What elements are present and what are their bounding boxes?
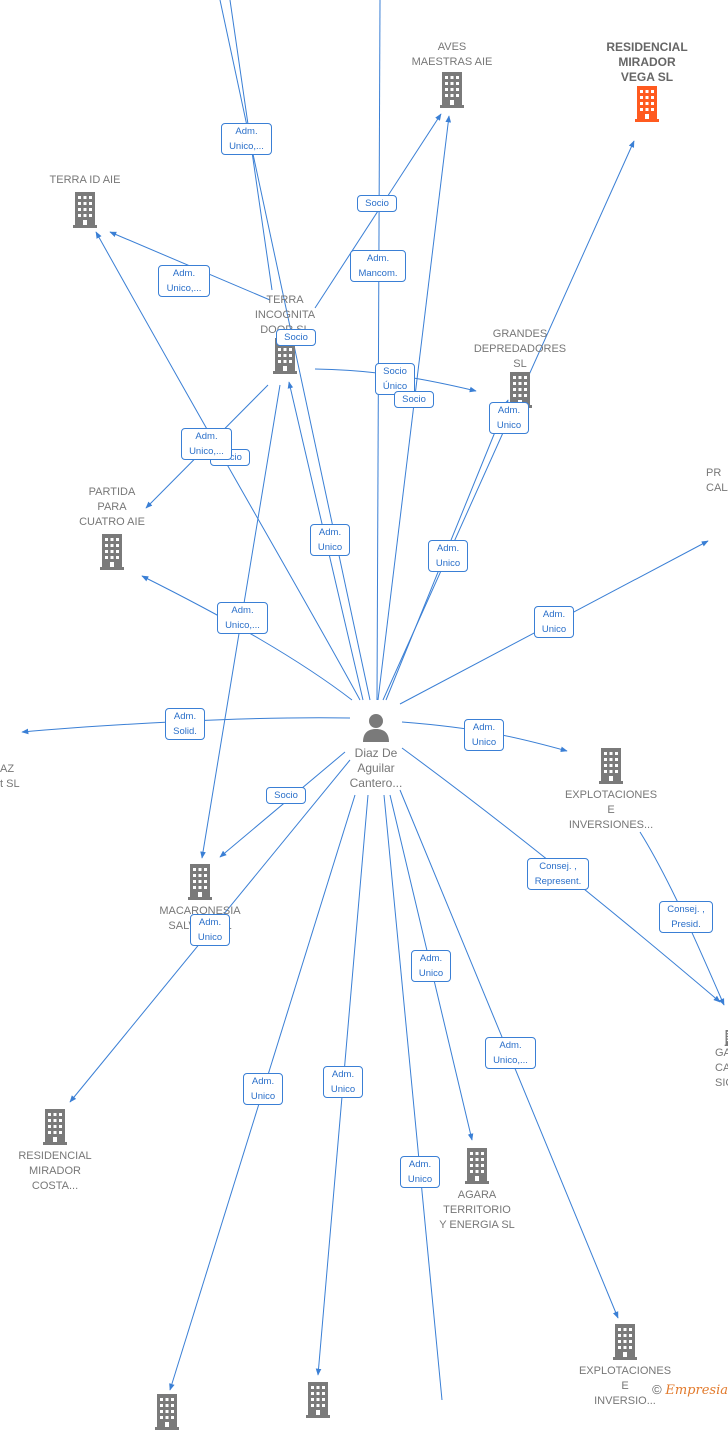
relation-label[interactable]: Socio <box>266 787 306 804</box>
building-icon <box>613 1324 637 1360</box>
relation-label[interactable]: Socio <box>276 329 316 346</box>
relation-label[interactable]: Socio <box>394 391 434 408</box>
person-icon <box>363 714 389 742</box>
company-node-bottom-left[interactable] <box>152 1394 182 1430</box>
relation-label[interactable]: Adm. Unico <box>243 1073 283 1105</box>
building-icon <box>440 72 464 108</box>
company-label: AZ t SL <box>0 763 20 790</box>
company-node-agara-territorio[interactable]: AGARA TERRITORIO Y ENERGIA SL <box>427 1148 527 1233</box>
company-label: AVES MAESTRAS AIE <box>411 41 493 68</box>
relation-label[interactable]: Adm. Solid. <box>165 708 205 740</box>
company-label: TERRA ID AIE <box>49 174 121 186</box>
company-node-terra-id[interactable]: TERRA ID AIE <box>40 173 130 228</box>
company-node-explotaciones-inversiones[interactable]: EXPLOTACIONES E INVERSIONES... <box>556 748 666 833</box>
relation-label[interactable]: Socio <box>357 195 397 212</box>
building-icon <box>724 1030 728 1046</box>
company-node-aves-maestras[interactable]: AVES MAESTRAS AIE <box>402 40 502 108</box>
company-node-residencial-mirador-costa[interactable]: RESIDENCIAL MIRADOR COSTA... <box>10 1109 100 1194</box>
relation-label[interactable]: Adm. Unico <box>190 914 230 946</box>
brand-logo: Empresia <box>665 1383 728 1398</box>
company-label: AGARA TERRITORIO Y ENERGIA SL <box>439 1189 515 1231</box>
relation-label[interactable]: Adm. Unico <box>400 1156 440 1188</box>
relation-label[interactable]: Adm. Unico,... <box>485 1037 536 1069</box>
building-icon <box>465 1148 489 1184</box>
company-node-residencial-mirador-vega[interactable]: RESIDENCIAL MIRADOR VEGA SL <box>592 40 702 122</box>
company-node-ga-ca-sic[interactable]: GA CA SIC <box>708 1030 728 1091</box>
relation-label[interactable]: Adm. Unico <box>310 524 350 556</box>
footer-brand: © Empresia <box>652 1382 728 1398</box>
relation-label[interactable]: Adm. Unico <box>489 402 529 434</box>
relation-label[interactable]: Adm. Unico <box>323 1066 363 1098</box>
relation-label[interactable]: Adm. Unico <box>411 950 451 982</box>
building-icon <box>155 1394 179 1430</box>
company-node-bottom-center[interactable] <box>303 1382 333 1418</box>
company-label: GA CA SIC <box>715 1047 728 1089</box>
company-label: RESIDENCIAL MIRADOR COSTA... <box>18 1150 92 1192</box>
copyright-icon: © <box>652 1382 662 1397</box>
relation-label[interactable]: Adm. Unico,... <box>217 602 268 634</box>
company-node-partida-para-cuatro[interactable]: PARTIDA PARA CUATRO AIE <box>72 485 152 570</box>
relation-label[interactable]: Adm. Unico <box>428 540 468 572</box>
company-node-grandes-depredadores[interactable]: GRANDES DEPREDADORES SL <box>470 327 570 408</box>
relation-label[interactable]: Adm. Unico <box>534 606 574 638</box>
relation-label[interactable]: Adm. Unico <box>464 719 504 751</box>
company-label: GRANDES DEPREDADORES SL <box>473 328 567 370</box>
building-icon <box>188 864 212 900</box>
relation-label[interactable]: Adm. Unico,... <box>158 265 210 297</box>
company-label: EXPLOTACIONES E INVERSIONES... <box>564 789 658 831</box>
relation-label[interactable]: Adm. Mancom. <box>350 250 406 282</box>
company-node-az-sl[interactable]: AZ t SL <box>0 762 30 792</box>
person-node[interactable]: Diaz De Aguilar Cantero... <box>336 712 416 791</box>
company-label: RESIDENCIAL MIRADOR VEGA SL <box>606 40 688 84</box>
relation-label[interactable]: Consej. , Represent. <box>527 858 589 890</box>
person-name: Diaz De Aguilar Cantero... <box>349 746 403 790</box>
building-icon <box>635 86 659 122</box>
building-icon <box>100 534 124 570</box>
company-label: PARTIDA PARA CUATRO AIE <box>79 486 145 528</box>
building-icon <box>73 192 97 228</box>
relation-label[interactable]: Adm. Unico,... <box>181 428 232 460</box>
building-icon <box>599 748 623 784</box>
relation-label[interactable]: Consej. , Presid. <box>659 901 713 933</box>
building-icon <box>306 1382 330 1418</box>
relation-label[interactable]: Adm. Unico,... <box>221 123 272 155</box>
building-icon <box>43 1109 67 1145</box>
